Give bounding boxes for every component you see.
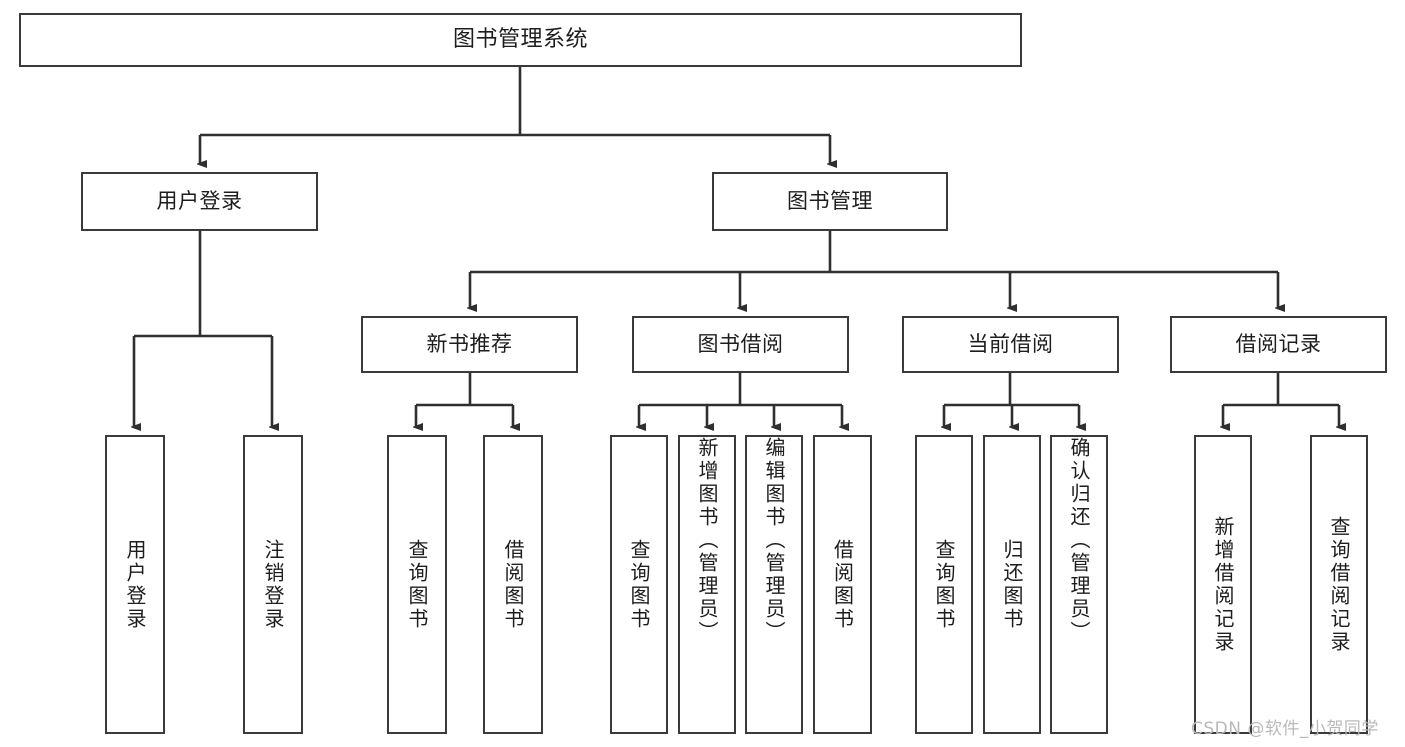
node-borrow-record[interactable]: 借阅记录 <box>1170 316 1387 373</box>
node-borrow-record-label: 借阅记录 <box>1235 332 1322 357</box>
node-leaf-query-book-2-label: 查询图书 <box>627 538 651 631</box>
node-leaf-query-book-3[interactable]: 查询图书 <box>915 435 973 734</box>
node-leaf-query-book-1[interactable]: 查询图书 <box>387 435 447 734</box>
node-leaf-logout-label: 注销登录 <box>261 538 285 631</box>
node-leaf-add-book[interactable]: 新增图书（管理员） <box>678 435 736 734</box>
node-leaf-add-book-label: 新增图书（管理员） <box>695 437 719 644</box>
node-leaf-edit-book[interactable]: 编辑图书（管理员） <box>745 435 803 734</box>
node-leaf-query-book-1-label: 查询图书 <box>405 538 429 631</box>
node-user-login-label: 用户登录 <box>156 189 243 214</box>
node-book-manage[interactable]: 图书管理 <box>712 172 948 231</box>
node-leaf-logout[interactable]: 注销登录 <box>243 435 303 734</box>
node-new-book-recommend-label: 新书推荐 <box>426 332 513 357</box>
node-new-book-recommend[interactable]: 新书推荐 <box>361 316 578 373</box>
node-leaf-query-book-3-label: 查询图书 <box>932 538 956 631</box>
node-book-manage-label: 图书管理 <box>787 189 873 214</box>
node-leaf-borrow-book-1[interactable]: 借阅图书 <box>483 435 543 734</box>
node-root-label: 图书管理系统 <box>452 27 588 53</box>
node-leaf-return-book[interactable]: 归还图书 <box>983 435 1041 734</box>
node-leaf-borrow-book-2[interactable]: 借阅图书 <box>813 435 872 734</box>
node-leaf-user-login-label: 用户登录 <box>123 538 147 631</box>
node-root-system[interactable]: 图书管理系统 <box>19 13 1022 67</box>
node-leaf-query-record[interactable]: 查询借阅记录 <box>1310 435 1368 734</box>
node-leaf-query-book-2[interactable]: 查询图书 <box>610 435 668 734</box>
node-leaf-confirm-return[interactable]: 确认归还（管理员） <box>1050 435 1108 734</box>
node-leaf-edit-book-label: 编辑图书（管理员） <box>762 437 786 644</box>
node-book-borrow[interactable]: 图书借阅 <box>632 316 849 373</box>
node-leaf-add-record-label: 新增借阅记录 <box>1211 515 1235 654</box>
node-leaf-add-record[interactable]: 新增借阅记录 <box>1194 435 1252 734</box>
node-leaf-borrow-book-1-label: 借阅图书 <box>501 538 525 631</box>
node-leaf-borrow-book-2-label: 借阅图书 <box>830 538 855 631</box>
node-current-borrow-label: 当前借阅 <box>967 332 1054 357</box>
node-leaf-query-record-label: 查询借阅记录 <box>1327 515 1351 654</box>
node-leaf-return-book-label: 归还图书 <box>1000 538 1024 631</box>
node-user-login[interactable]: 用户登录 <box>81 172 318 231</box>
node-leaf-user-login[interactable]: 用户登录 <box>105 435 165 734</box>
node-current-borrow[interactable]: 当前借阅 <box>902 316 1119 373</box>
node-leaf-confirm-return-label: 确认归还（管理员） <box>1067 437 1091 644</box>
node-book-borrow-label: 图书借阅 <box>697 332 784 357</box>
